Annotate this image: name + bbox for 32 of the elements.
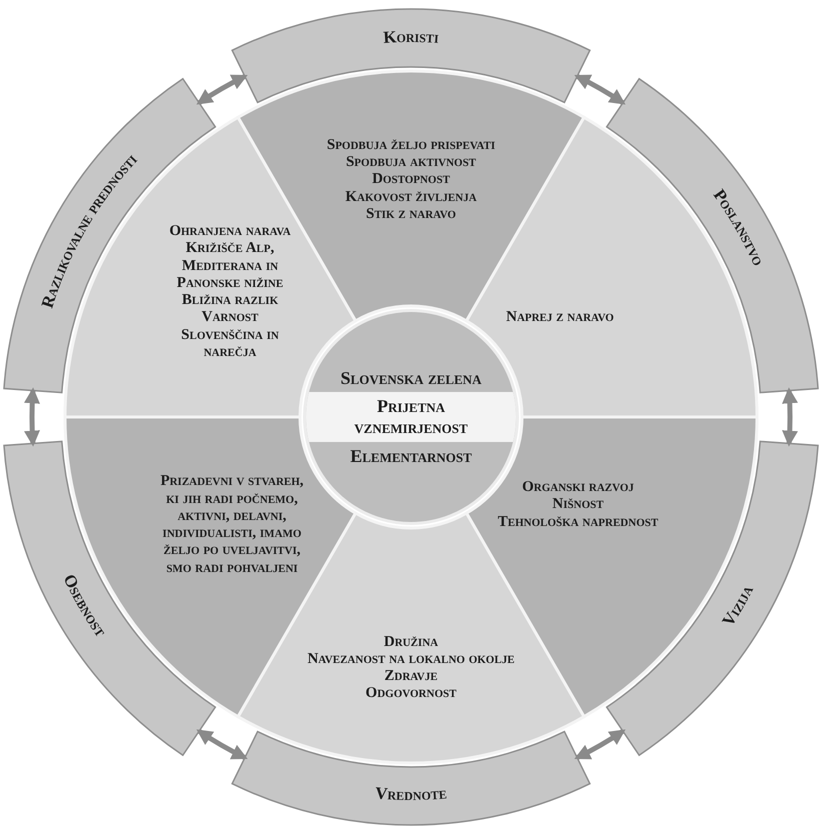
sector-text: Navezanost na lokalno okolje bbox=[307, 650, 515, 668]
ring-segment bbox=[231, 9, 591, 104]
sector-text: Ohranjena narava bbox=[169, 223, 291, 240]
sector-text: Slovenščina in narečja bbox=[180, 326, 280, 361]
sector-text: Prizadevni v stvareh, ki jih radi počnemo, aktivni, delavni, individualisti, imamo željo po uveljavitvi, smo radi pohvaljeni bbox=[159, 473, 305, 577]
double-arrow bbox=[196, 729, 248, 760]
sector-text: Spodbuja aktivnost bbox=[346, 154, 476, 172]
sector-text: Zdravje bbox=[384, 668, 438, 686]
ring-segment bbox=[231, 730, 591, 825]
center-text: Slovenska zelena bbox=[340, 366, 482, 390]
sector-text: Tehnološka naprednost bbox=[498, 514, 658, 531]
ring-label: Koristi bbox=[382, 26, 440, 47]
center-band: Prijetna vznemirjenost bbox=[306, 392, 516, 442]
double-arrow bbox=[24, 387, 40, 447]
sector-text: Spodbuja željo prispevati bbox=[326, 136, 496, 154]
sector-text: Nišnost bbox=[552, 496, 604, 514]
double-arrow bbox=[196, 74, 248, 105]
sector-text: Stik z naravo bbox=[366, 206, 456, 224]
ring-label: Vrednote bbox=[374, 783, 448, 804]
sector-text: Kakovost življenja bbox=[345, 188, 477, 206]
double-arrow bbox=[574, 74, 626, 105]
sector-text: Naprej z naravo bbox=[506, 309, 614, 327]
sector-text: Dostopnost bbox=[372, 171, 450, 189]
double-arrow bbox=[782, 387, 798, 447]
sector-text: Križišče Alp, Mediterana in Panonske nižine bbox=[176, 240, 284, 292]
sector-text: Organski razvoj bbox=[522, 479, 634, 496]
center-text: Elementarnost bbox=[349, 444, 473, 468]
sector-text: Odgovornost bbox=[366, 685, 456, 702]
sector-text: Varnost bbox=[202, 309, 258, 326]
sector-text: Družina bbox=[384, 634, 438, 651]
sector-text: Bližina razlik bbox=[182, 292, 278, 310]
double-arrow bbox=[574, 729, 626, 760]
